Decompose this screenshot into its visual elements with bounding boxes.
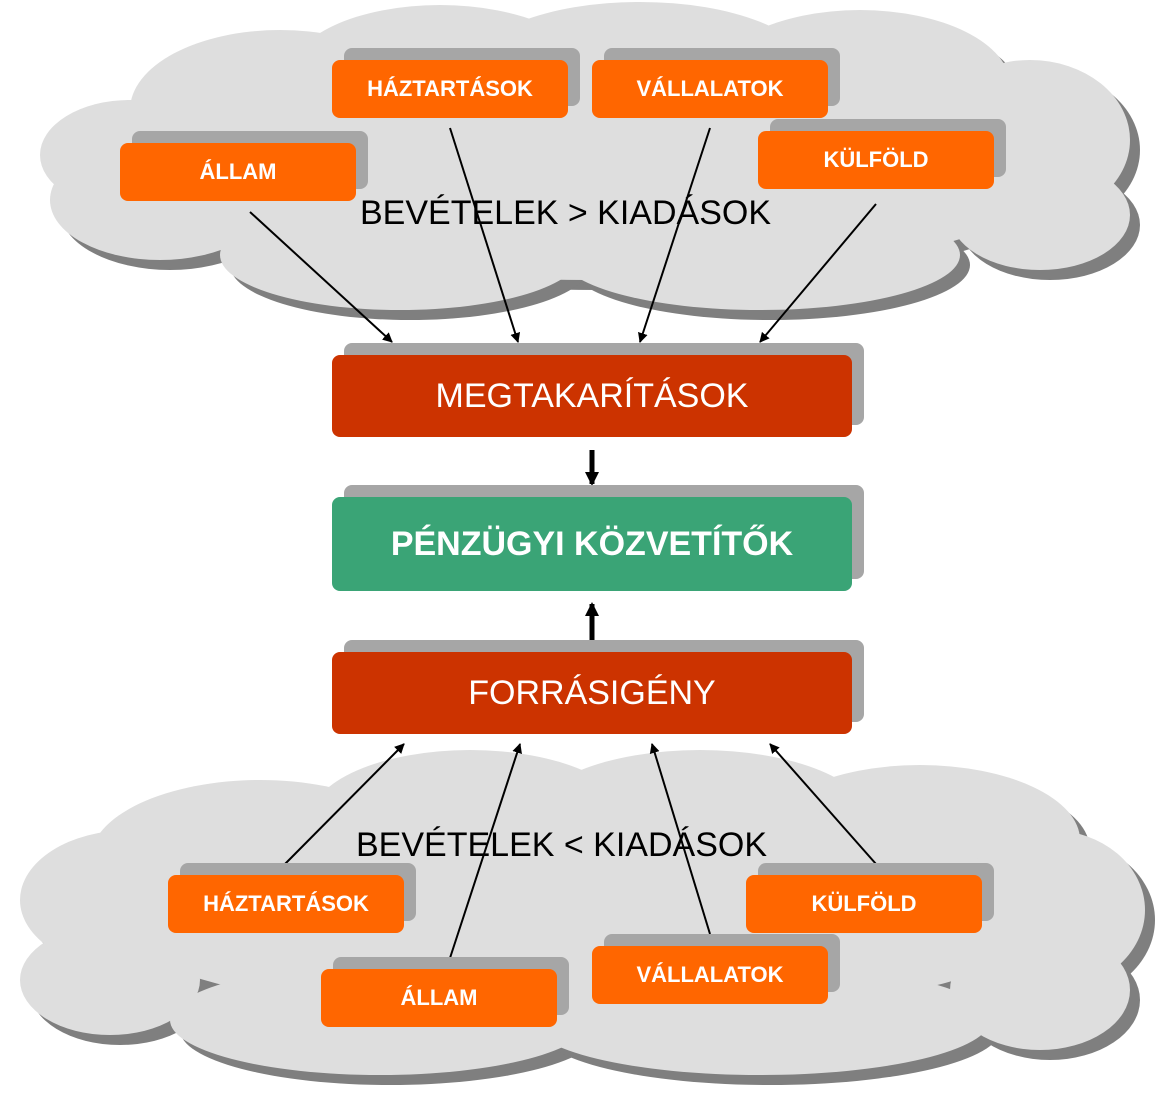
forrasigeny-box: FORRÁSIGÉNY	[332, 652, 852, 734]
bottom-vallalatok-box: VÁLLALATOK	[592, 946, 828, 1004]
arrow-kulfold-to-forrasigeny	[769, 743, 877, 865]
arrow-vallalatok-to-megtakaritasok	[638, 127, 711, 343]
arrow-vallalatok-to-forrasigeny	[649, 743, 711, 935]
arrow-allam-to-forrasigeny	[449, 743, 522, 959]
top-vallalatok-box: VÁLLALATOK	[592, 60, 828, 118]
arrow-haztartasok-to-megtakaritasok	[449, 127, 521, 343]
arrow-allam-to-megtakaritasok	[249, 211, 393, 343]
bottom-cloud-label: BEVÉTELEK < KIADÁSOK	[356, 826, 768, 864]
top-cloud-label: BEVÉTELEK > KIADÁSOK	[360, 194, 772, 232]
megtakaritasok-box: MEGTAKARÍTÁSOK	[332, 355, 852, 437]
top-kulfold-box: KÜLFÖLD	[758, 131, 994, 189]
penzugyi-kozvetitok-box: PÉNZÜGYI KÖZVETÍTŐK	[332, 497, 852, 591]
bottom-haztartasok-box: HÁZTARTÁSOK	[168, 875, 404, 933]
top-allam-box: ÁLLAM	[120, 143, 356, 201]
arrow-kulfold-to-megtakaritasok	[759, 203, 877, 343]
bottom-allam-box: ÁLLAM	[321, 969, 557, 1027]
arrow-haztartasok-to-forrasigeny	[284, 743, 405, 865]
bottom-kulfold-box: KÜLFÖLD	[746, 875, 982, 933]
top-haztartasok-box: HÁZTARTÁSOK	[332, 60, 568, 118]
